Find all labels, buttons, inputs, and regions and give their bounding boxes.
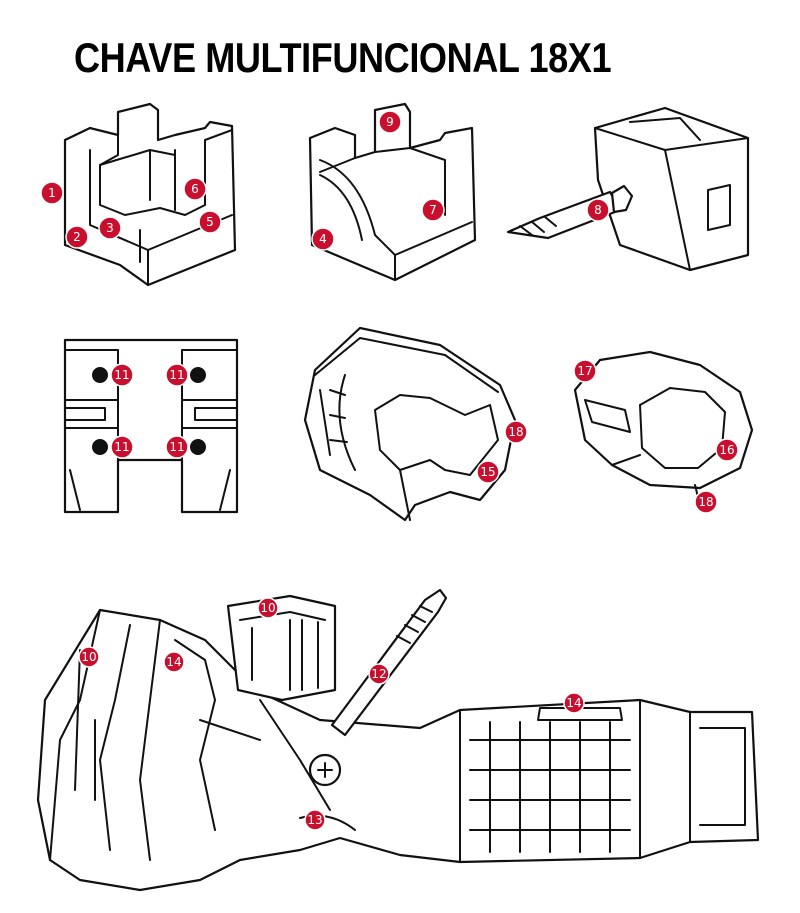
block-slots-part xyxy=(63,102,237,287)
svg-text:11: 11 xyxy=(114,368,129,382)
callout-badge-14a: 14 xyxy=(163,651,185,673)
svg-text:18: 18 xyxy=(698,495,713,509)
callout-badge-18b: 18 xyxy=(694,490,718,514)
svg-text:7: 7 xyxy=(429,203,437,217)
block-seat-part xyxy=(308,102,477,282)
callout-badge-7: 7 xyxy=(421,198,445,222)
svg-text:8: 8 xyxy=(594,203,602,217)
callout-badge-18a: 18 xyxy=(504,420,528,444)
ring-socket-part xyxy=(303,326,517,522)
callout-badge-6: 6 xyxy=(183,177,207,201)
pin-plate-part xyxy=(63,338,239,514)
svg-text:15: 15 xyxy=(480,465,495,479)
svg-text:10: 10 xyxy=(81,650,96,664)
svg-text:11: 11 xyxy=(169,440,184,454)
callout-badge-9: 9 xyxy=(378,110,402,134)
callout-badge-10a: 10 xyxy=(257,597,279,619)
svg-text:12: 12 xyxy=(371,667,386,681)
svg-text:14: 14 xyxy=(166,655,181,669)
svg-text:13: 13 xyxy=(307,813,322,827)
callout-badge-11d: 11 xyxy=(165,435,189,459)
callout-badge-12: 12 xyxy=(368,663,390,685)
callout-badge-11a: 11 xyxy=(110,363,134,387)
callout-badge-15: 15 xyxy=(476,460,500,484)
callout-badge-16: 16 xyxy=(715,438,739,462)
callout-badge-14b: 14 xyxy=(563,692,585,714)
callout-badge-4: 4 xyxy=(311,227,335,251)
cube-bit-part xyxy=(506,106,750,272)
callout-badge-8: 8 xyxy=(586,198,610,222)
svg-text:6: 6 xyxy=(191,182,199,196)
svg-text:11: 11 xyxy=(169,368,184,382)
svg-text:4: 4 xyxy=(319,232,327,246)
callout-badge-11b: 11 xyxy=(165,363,189,387)
svg-text:14: 14 xyxy=(566,696,581,710)
svg-text:10: 10 xyxy=(260,601,275,615)
svg-text:11: 11 xyxy=(114,440,129,454)
callout-badge-13: 13 xyxy=(304,809,326,831)
svg-text:3: 3 xyxy=(106,221,114,235)
callout-badge-10b: 10 xyxy=(78,646,100,668)
svg-text:1: 1 xyxy=(48,186,56,200)
svg-text:2: 2 xyxy=(73,230,81,244)
assembled-tool xyxy=(36,588,760,892)
octagon-ring-part xyxy=(573,350,754,506)
svg-text:17: 17 xyxy=(577,364,592,378)
callout-badge-5: 5 xyxy=(198,210,222,234)
svg-text:5: 5 xyxy=(206,215,214,229)
svg-text:16: 16 xyxy=(719,443,734,457)
page-title: CHAVE MULTIFUNCIONAL 18X1 xyxy=(74,34,612,81)
callout-badge-3: 3 xyxy=(98,216,122,240)
callout-badge-2: 2 xyxy=(65,225,89,249)
svg-text:18: 18 xyxy=(508,425,523,439)
callout-badge-1: 1 xyxy=(40,181,64,205)
callout-badge-17: 17 xyxy=(573,359,597,383)
callout-badge-11c: 11 xyxy=(110,435,134,459)
svg-text:9: 9 xyxy=(386,115,394,129)
